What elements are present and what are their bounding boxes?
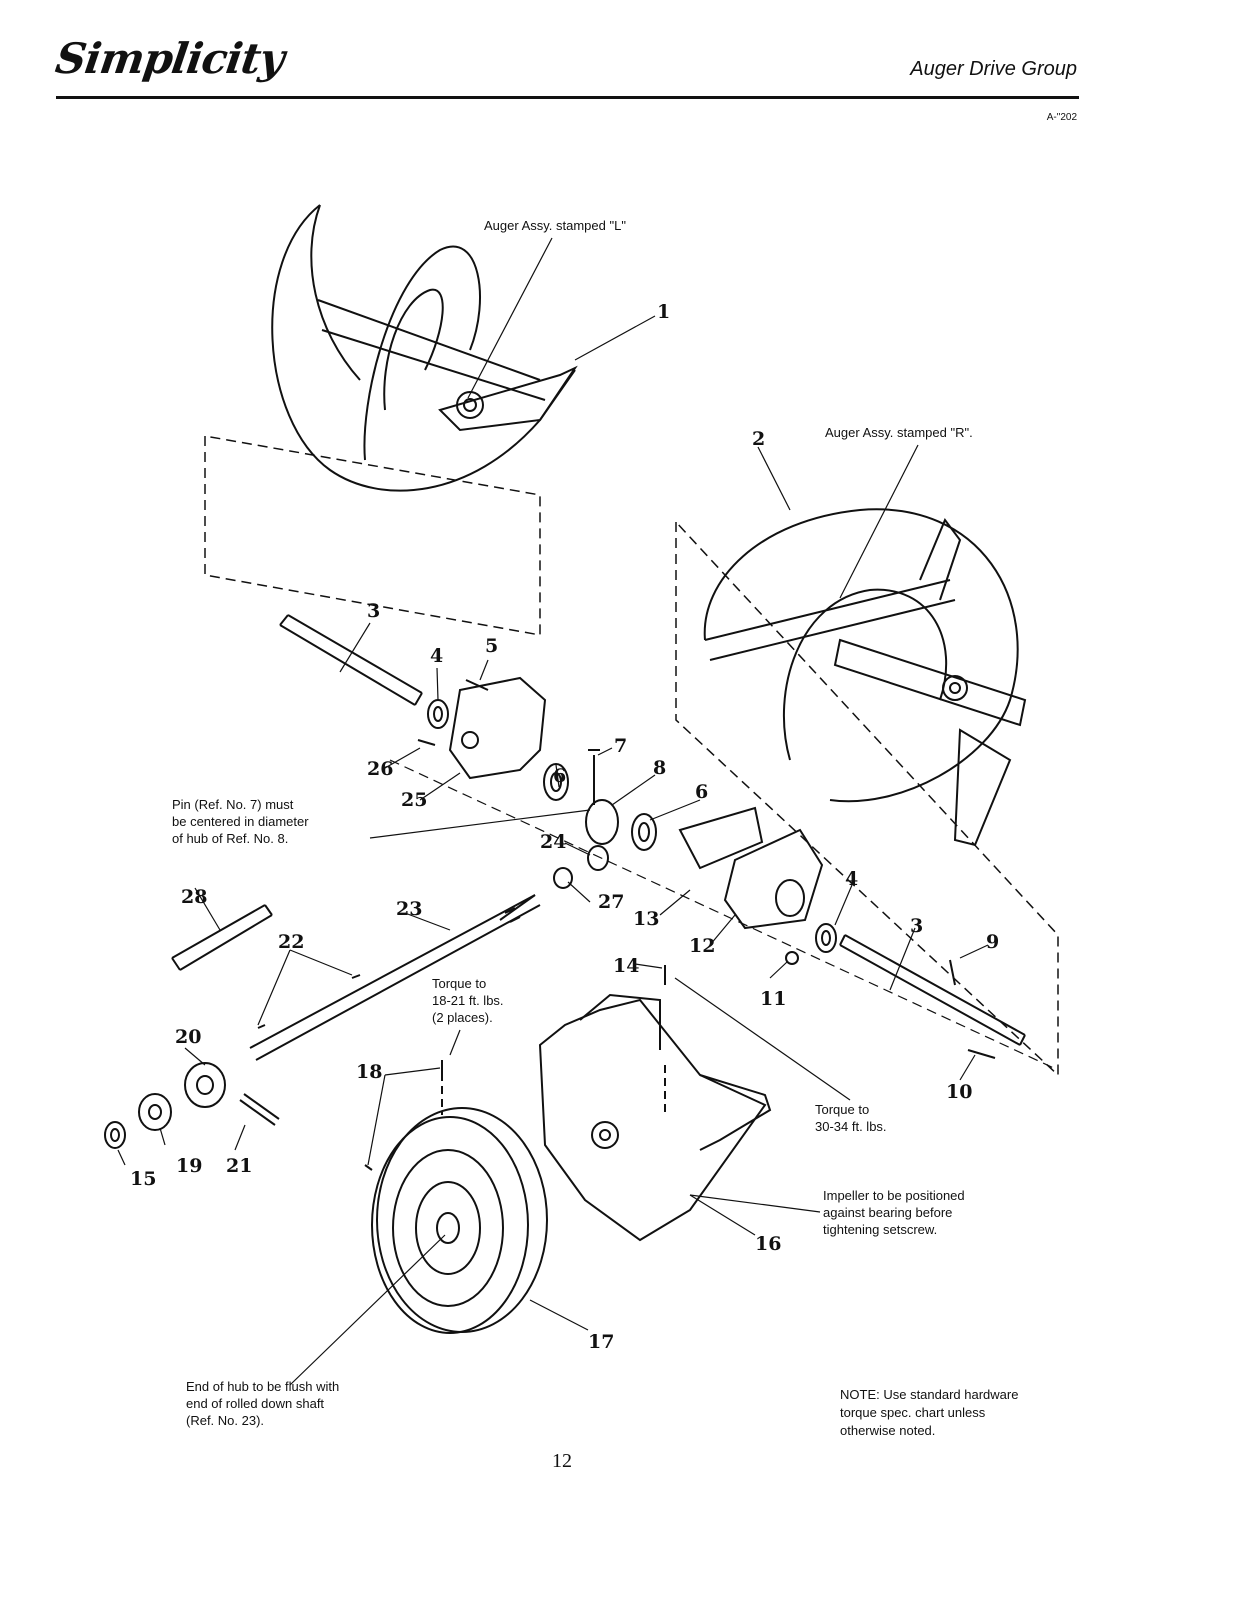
callout-auger-right: Auger Assy. stamped "R". bbox=[825, 425, 973, 440]
right-bracket-outline bbox=[675, 520, 1059, 1077]
part-number-label: 15 bbox=[130, 1168, 156, 1190]
section-title: Auger Drive Group bbox=[910, 58, 1077, 80]
page-number: 12 bbox=[552, 1450, 572, 1472]
part-number-label: 3 bbox=[910, 915, 923, 937]
part-number-label: 26 bbox=[367, 758, 393, 780]
part-number-label: 6 bbox=[695, 781, 708, 803]
part-number-label: 14 bbox=[613, 955, 639, 977]
part-number-label: 22 bbox=[278, 931, 304, 953]
part-number-label: 1 bbox=[657, 301, 670, 323]
part-number-label: 7 bbox=[614, 735, 627, 757]
part-number-label: 2 bbox=[752, 428, 765, 450]
part-number-label: 25 bbox=[401, 789, 427, 811]
impeller-housing-drawing bbox=[538, 993, 772, 1242]
part-number-label: 24 bbox=[540, 831, 566, 853]
part-number-label: 23 bbox=[396, 898, 422, 920]
auger-left-drawing bbox=[271, 204, 578, 492]
part-number-label: 3 bbox=[367, 600, 380, 622]
auger-right-drawing bbox=[703, 508, 1027, 847]
part-number-label: 4 bbox=[845, 868, 858, 890]
part-number-label: 11 bbox=[760, 988, 786, 1010]
callout-hub-note: End of hub to be flush with end of rolle… bbox=[186, 1379, 340, 1428]
shaft-right bbox=[839, 934, 1026, 1046]
callout-pin-note: Pin (Ref. No. 7) must be centered in dia… bbox=[172, 797, 309, 846]
callout-impeller-note: Impeller to be positioned against bearin… bbox=[823, 1188, 965, 1237]
part-number-label: 28 bbox=[181, 886, 207, 908]
part-number-label: 8 bbox=[653, 757, 666, 779]
part-number-label: 17 bbox=[588, 1331, 614, 1353]
part-number-label: 5 bbox=[485, 635, 498, 657]
part-number-label: 21 bbox=[226, 1155, 252, 1177]
part-number-label: 10 bbox=[946, 1081, 972, 1103]
header-rule bbox=[56, 96, 1079, 99]
part-number-label: 6 bbox=[553, 765, 566, 787]
shaft-left bbox=[279, 614, 423, 706]
part-number-label: 16 bbox=[755, 1233, 781, 1255]
callout-torque-18-21: Torque to 18-21 ft. lbs. (2 places). bbox=[432, 976, 504, 1025]
pulley-drawing bbox=[371, 1060, 548, 1334]
document-code: A-"202 bbox=[1046, 112, 1077, 123]
callout-auger-left: Auger Assy. stamped "L" bbox=[484, 218, 626, 233]
part-number-label: 19 bbox=[176, 1155, 202, 1177]
part-number-label: 12 bbox=[689, 935, 715, 957]
part-number-label: 9 bbox=[986, 931, 999, 953]
hardware-torque-note: NOTE: Use standard hardware torque spec.… bbox=[840, 1387, 1019, 1438]
part-number-label: 13 bbox=[633, 908, 659, 930]
part-number-label: 18 bbox=[356, 1061, 382, 1083]
part-number-label: 20 bbox=[175, 1026, 201, 1048]
callout-torque-30-34: Torque to 30-34 ft. lbs. bbox=[815, 1102, 887, 1134]
part-number-label: 4 bbox=[430, 645, 443, 667]
part-number-label: 27 bbox=[598, 891, 624, 913]
